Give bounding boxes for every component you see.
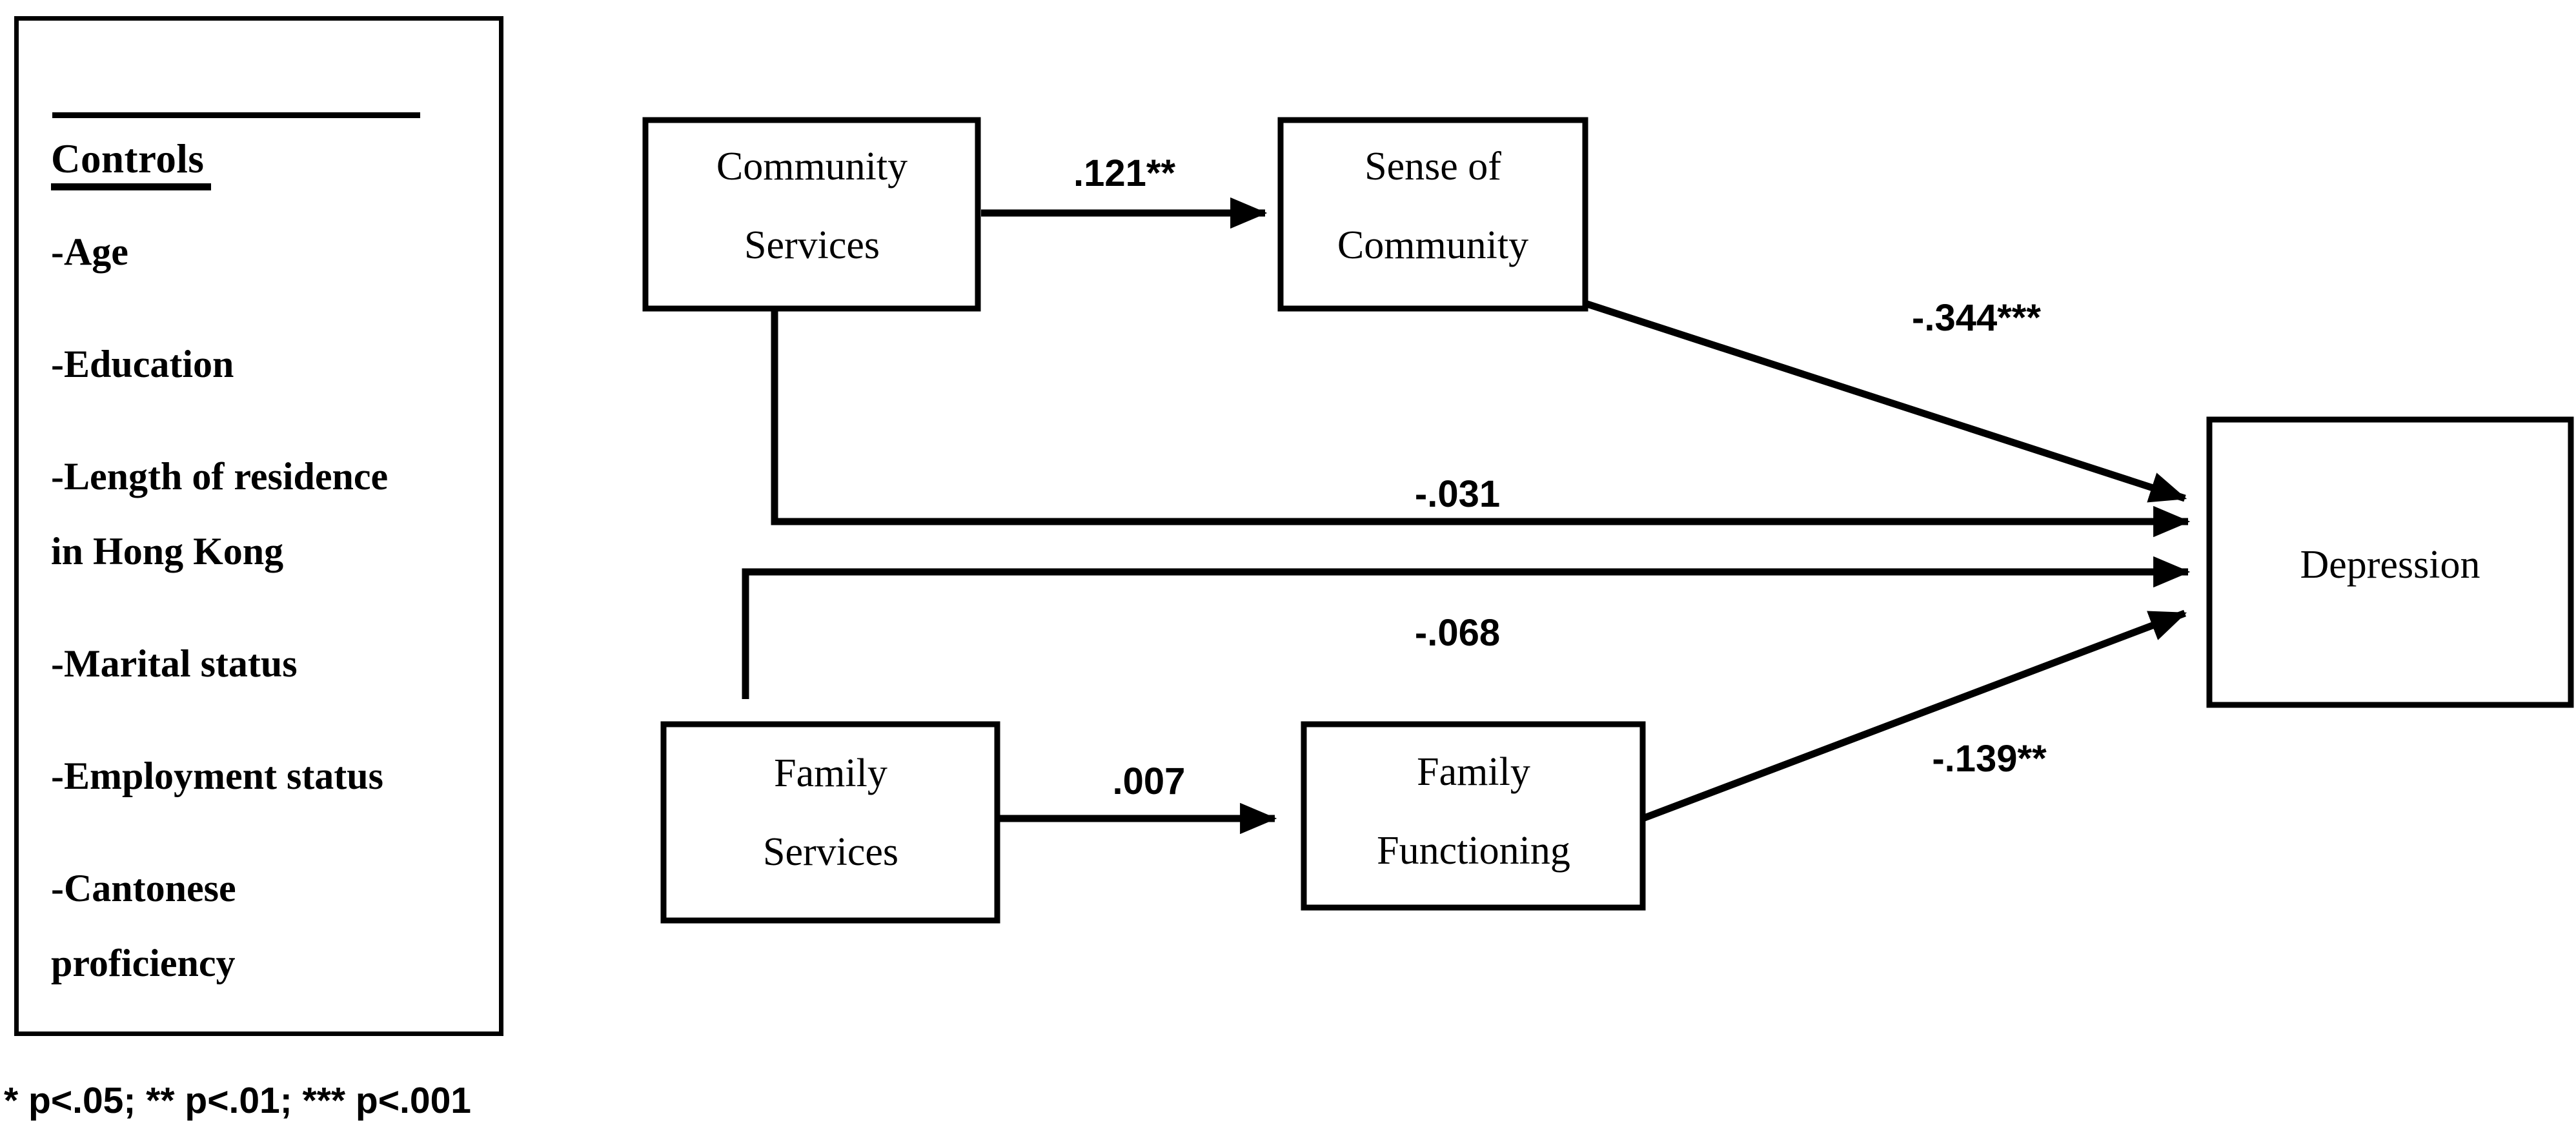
node-community-services-label-line1: Community (716, 145, 908, 188)
coef-label-family-services-to-functioning: .007 (1113, 760, 1186, 802)
node-depression-label: Depression (2300, 543, 2480, 587)
coef-label-community-to-depression: -.031 (1415, 473, 1500, 515)
coef-label-family-services-to-depression: -.068 (1415, 612, 1500, 654)
controls-heading: Controls (51, 136, 205, 181)
control-item-age: -Age (51, 230, 128, 273)
node-family-functioning-label-line2: Functioning (1377, 829, 1570, 873)
node-family-functioning-label-line1: Family (1417, 750, 1530, 794)
edge-family-functioning-to-depression (1641, 609, 2187, 822)
node-community-services (642, 117, 981, 312)
node-family-services-label-line2: Services (763, 830, 898, 874)
controls-top-rule (52, 112, 420, 118)
node-family-services (660, 721, 1000, 924)
controls-heading-underline (51, 183, 211, 190)
node-sense-of-community-label-line2: Community (1337, 223, 1528, 267)
coef-label-sense-to-depression: -.344*** (1912, 297, 2041, 339)
node-family-services-label-line1: Family (774, 751, 887, 795)
significance-footnote: * p<.05; ** p<.01; *** p<.001 (4, 1080, 471, 1121)
edge-family-services-to-depression (742, 556, 2191, 699)
edge-sense-of-community-to-depression (1584, 300, 2187, 503)
control-item-cantonese-proficiency: -Cantonese proficiency (51, 867, 236, 984)
control-item-marital-status: -Marital status (51, 642, 298, 685)
node-sense-of-community-label-line1: Sense of (1364, 145, 1501, 188)
coef-label-community-to-sense: .121** (1073, 152, 1175, 194)
node-depression (2206, 416, 2574, 708)
node-family-functioning (1301, 721, 1646, 911)
control-item-length-of-residence: -Length of residence in Hong Kong (51, 455, 389, 573)
controls-panel: Controls -Age -Education -Length of resi… (14, 16, 503, 1036)
edge-community-services-to-depression (771, 309, 2191, 538)
control-item-employment-status: -Employment status (51, 755, 384, 797)
control-item-education: -Education (51, 343, 234, 385)
node-community-services-label-line2: Services (744, 223, 880, 267)
node-sense-of-community (1277, 117, 1588, 312)
controls-list: -Age -Education -Length of residence in … (51, 214, 496, 1038)
coef-label-family-functioning-to-depression: -.139** (1932, 738, 2047, 780)
